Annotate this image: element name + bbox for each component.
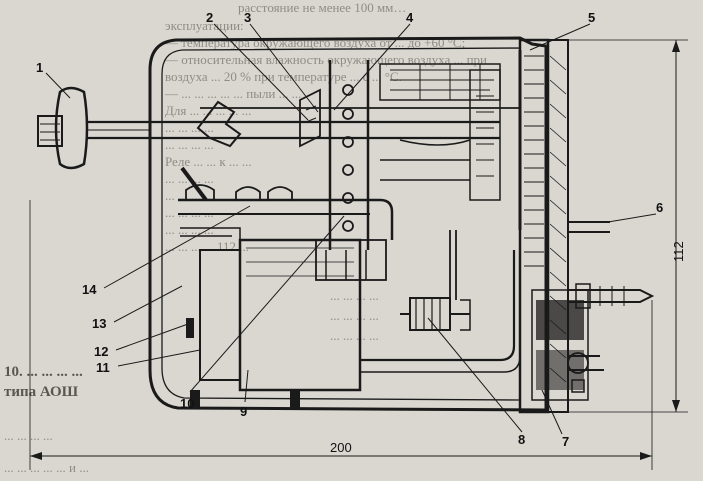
casing-inner <box>161 47 521 401</box>
callout-11: 11 <box>96 360 110 375</box>
callout-labels: 1 2 3 4 5 6 7 8 9 10 11 12 13 14 <box>36 10 663 449</box>
callout-2: 2 <box>206 10 213 25</box>
callout-3: 3 <box>244 10 251 25</box>
leader-lines <box>45 23 657 435</box>
lever <box>196 100 242 148</box>
callout-5: 5 <box>588 10 595 25</box>
height-dimension-label: 112 <box>671 241 686 262</box>
connector-pins <box>567 221 655 393</box>
bg-line-4: воздуха ... 20 % при температуре ... с .… <box>165 69 402 84</box>
bg-line-16: ... ... ... ... <box>330 308 379 323</box>
bg-line-12: ... ... ... ... <box>165 205 214 220</box>
bg-line-17: ... ... ... ... <box>330 328 379 343</box>
bg-line-18: 10. ... ... ... ... <box>4 364 83 380</box>
callout-8: 8 <box>518 432 525 447</box>
callout-12: 12 <box>94 344 108 359</box>
callout-1: 1 <box>36 60 43 75</box>
bg-line-20: ... ... ... ... <box>4 428 53 443</box>
dimension-width: 200 <box>29 200 653 470</box>
bg-line-21: ... ... ... ... ... и ... <box>4 460 89 475</box>
callout-7: 7 <box>562 434 569 449</box>
casing-outline <box>148 36 548 412</box>
timing-element <box>360 230 521 373</box>
callout-14: 14 <box>82 282 97 297</box>
bg-line-9: Реле ... ... к ... ... <box>165 154 252 169</box>
relay-body <box>37 36 655 414</box>
bg-line-8: ... ... ... ... <box>165 137 214 152</box>
contact-system <box>200 50 522 250</box>
adjust-knob <box>37 86 500 170</box>
bg-line-15: ... ... ... ... <box>330 288 379 303</box>
coil-assembly <box>178 166 394 408</box>
bg-line-0: расстояние не менее 100 мм… <box>238 0 406 15</box>
callout-13: 13 <box>92 316 106 331</box>
bg-line-19: типа АОШ <box>4 384 79 400</box>
bg-line-13: ... ... ... ... <box>165 222 214 237</box>
dimension-height: 112 <box>560 39 688 413</box>
callout-9: 9 <box>240 404 247 419</box>
callout-4: 4 <box>406 10 414 25</box>
bg-line-6: Для ... ... ... ... ... <box>165 103 251 118</box>
callout-6: 6 <box>656 200 663 215</box>
width-dimension-label: 200 <box>330 440 352 455</box>
callout-10: 10 <box>180 396 194 411</box>
bg-line-1: эксплуатации: <box>165 18 244 33</box>
bg-line-5: — ... ... ... ... ... пыли ... ... <box>164 86 301 101</box>
